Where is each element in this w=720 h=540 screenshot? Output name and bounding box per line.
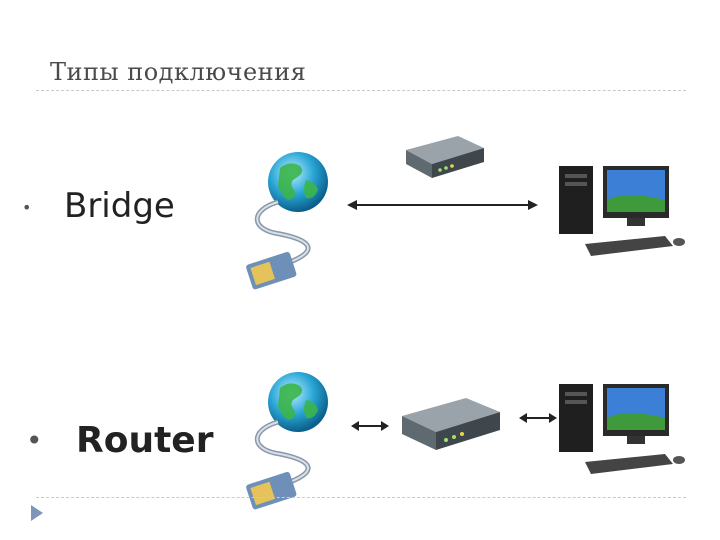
double-headed-arrow-icon bbox=[351, 421, 389, 431]
globe-with-ethernet-cable-icon bbox=[246, 372, 328, 510]
globe-with-ethernet-cable-icon bbox=[246, 152, 328, 290]
double-headed-arrow-icon bbox=[519, 413, 557, 423]
bridge-label: Bridge bbox=[64, 186, 175, 226]
network-device-icon bbox=[402, 398, 500, 450]
desktop-computer-icon bbox=[559, 166, 685, 256]
double-headed-arrow-icon bbox=[347, 200, 538, 210]
title-divider bbox=[36, 90, 686, 91]
next-slide-triangle-icon[interactable] bbox=[30, 504, 44, 522]
footer-divider bbox=[36, 497, 686, 498]
bullet-bridge: • bbox=[22, 198, 32, 217]
desktop-computer-icon bbox=[559, 384, 685, 474]
bullet-router: • bbox=[26, 424, 43, 457]
router-label: Router bbox=[76, 420, 214, 461]
network-device-icon bbox=[406, 136, 484, 178]
slide-title: Типы подключения bbox=[50, 58, 307, 86]
